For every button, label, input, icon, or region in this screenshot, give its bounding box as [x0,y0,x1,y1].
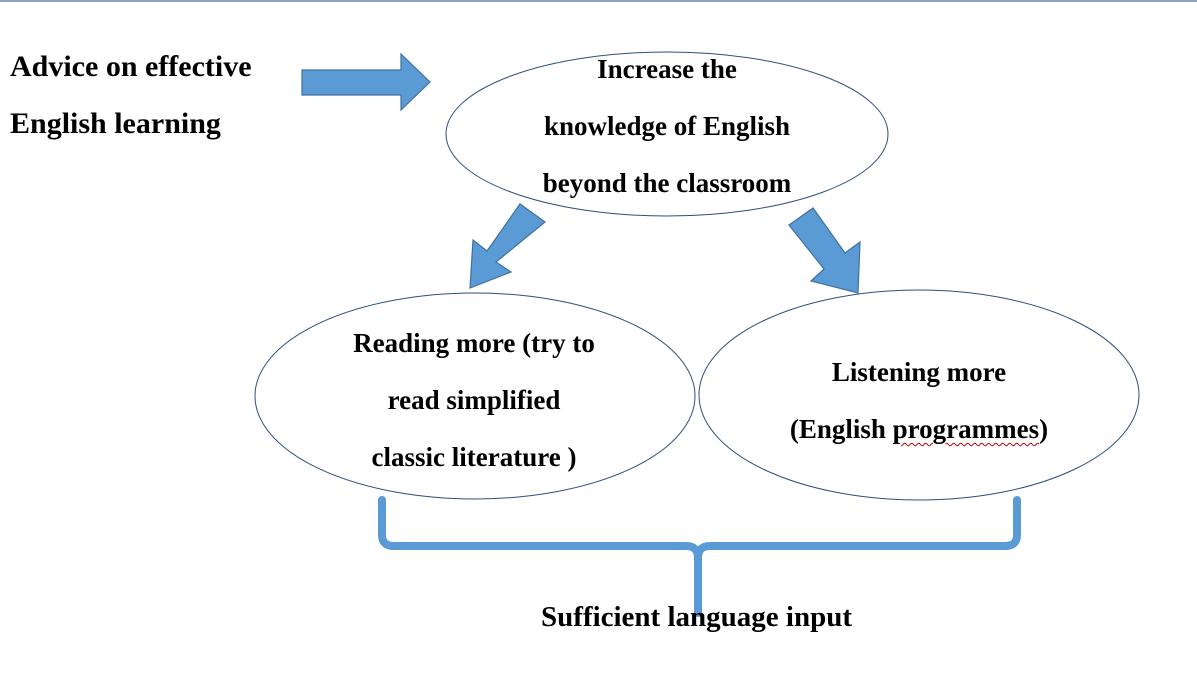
left-node-line-1: Reading more (try to [353,328,595,358]
top-node-ellipse [445,51,889,217]
left-node-line-2: read simplified [387,385,561,415]
top-node-line-1: Increase the [597,54,737,84]
right-node-line-2-suffix: ) [1039,414,1049,444]
top-node-line-3: beyond the classroom [542,168,792,198]
right-arrow [301,52,431,112]
grouping-brace [378,496,1021,617]
right-node-ellipse [698,289,1140,501]
heading-line-2: English learning [10,107,221,140]
right-node-text: Listening more (English programmes) [724,344,1114,458]
left-node-line-3: classic literature ) [371,442,577,472]
right-node-line-2-prefix: (English [789,414,893,444]
right-node-line-1: Listening more [831,357,1007,387]
diagram-heading: Advice on effective English learning [10,38,252,152]
top-node-text: Increase the knowledge of English beyond… [487,41,847,212]
down-left-arrow [469,203,546,289]
down-right-arrow [788,207,861,294]
left-node-ellipse [254,292,696,500]
right-node-line-2: (English programmes) [724,401,1114,458]
left-node-text: Reading more (try to read simplified cla… [284,315,664,486]
top-node-line-2: knowledge of English [543,111,791,141]
heading-line-1: Advice on effective [10,50,252,83]
footer-label: Sufficient language input [541,601,852,633]
spelling-flagged-word: programmes [892,414,1040,444]
